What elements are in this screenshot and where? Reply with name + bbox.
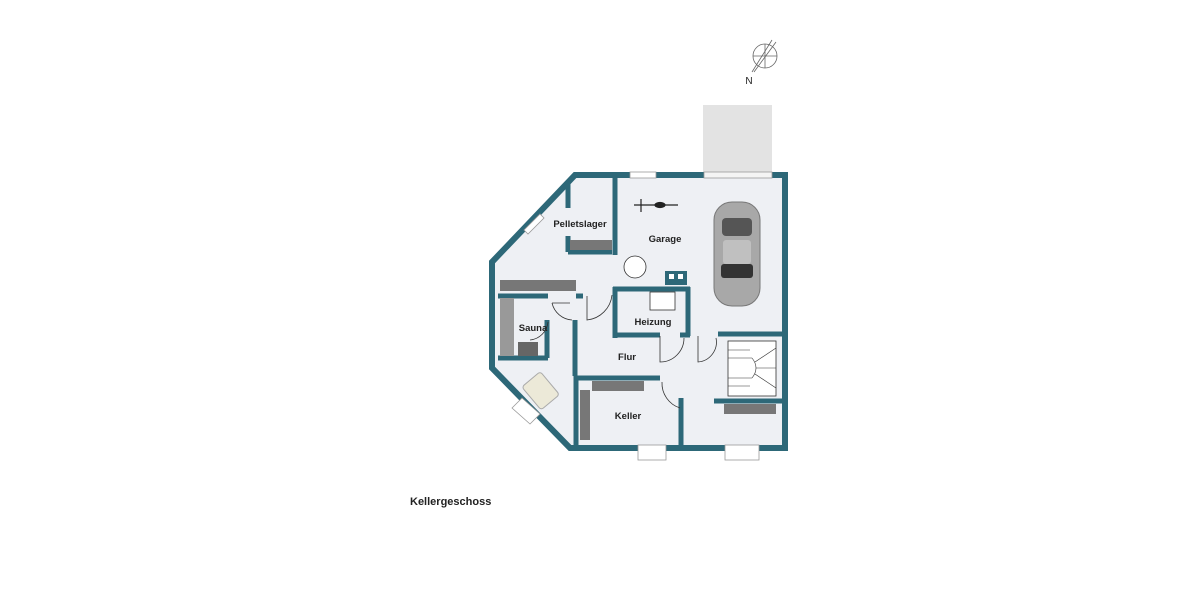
- chimney: [665, 271, 687, 285]
- room-label-flur: Flur: [618, 352, 636, 363]
- floor-caption: Kellergeschoss: [410, 496, 492, 508]
- outer-wall: [489, 172, 788, 451]
- room-label-keller: Keller: [615, 411, 642, 422]
- furniture: [500, 199, 777, 440]
- room-label-pelletslager: Pelletslager: [553, 219, 607, 230]
- north-label: N: [745, 76, 752, 87]
- floor-area: [492, 175, 785, 448]
- staircase: [727, 340, 777, 397]
- driveway: [703, 105, 772, 179]
- car-icon: [713, 201, 761, 307]
- windows: [511, 171, 773, 461]
- compass-icon: [751, 39, 778, 73]
- room-label-heizung: Heizung: [635, 317, 672, 328]
- bicycle-icon: [634, 199, 678, 212]
- room-label-sauna: Sauna: [519, 323, 548, 334]
- room-label-garage: Garage: [649, 234, 682, 245]
- doors[interactable]: [529, 294, 717, 409]
- interior-walls: [498, 175, 785, 448]
